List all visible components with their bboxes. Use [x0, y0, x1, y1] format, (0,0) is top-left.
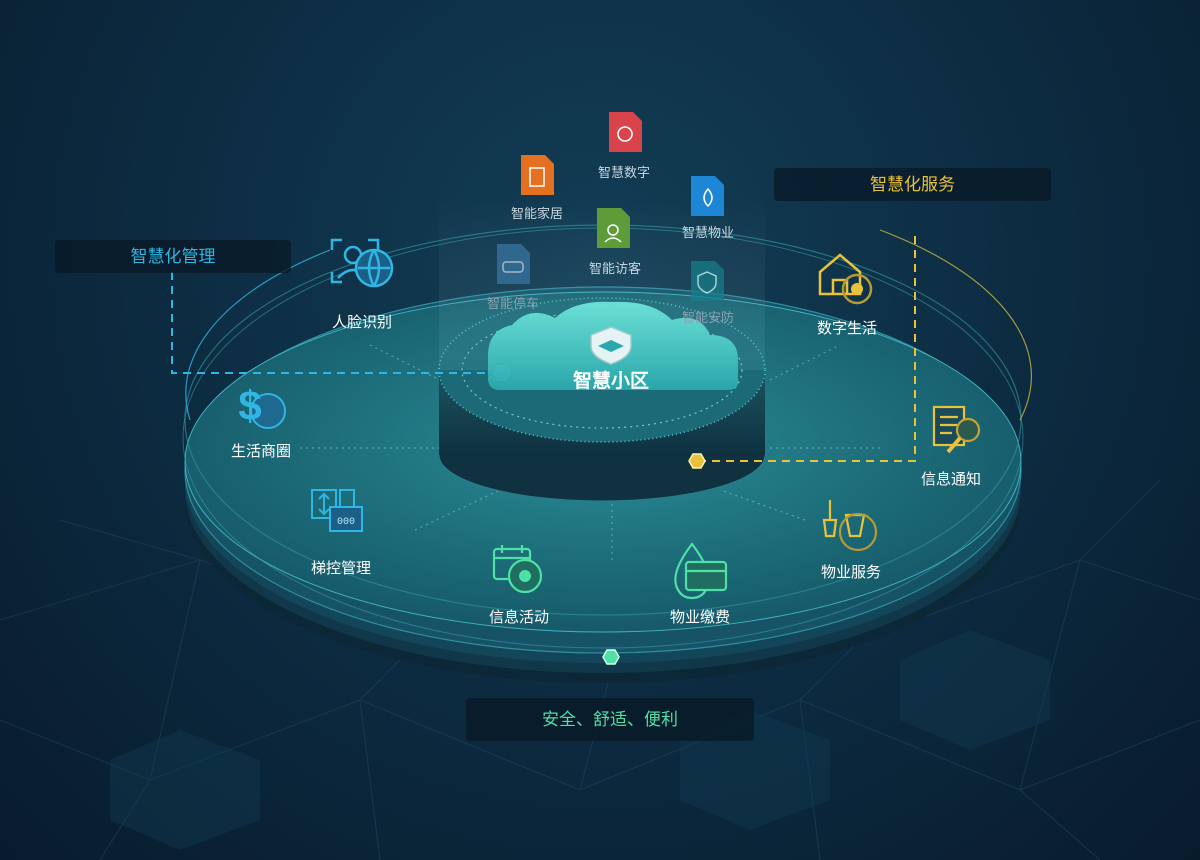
info-notice-icon: [932, 405, 981, 454]
property-service-icon: [822, 500, 878, 552]
management-title: 智慧化管理: [130, 247, 216, 266]
doc-security-icon: [691, 261, 724, 301]
app-label-parking: 智能停车: [486, 296, 540, 311]
feature-label-elevator: 梯控管理: [310, 560, 372, 577]
digital-life-icon: [818, 253, 873, 305]
feature-label-business: 生活商圈: [230, 443, 292, 460]
doc-property-icon: [691, 176, 724, 216]
face-recognition-icon: [330, 238, 394, 288]
service-title-box: 智慧化服务: [774, 168, 1051, 201]
app-label-visitor: 智能访客: [588, 261, 642, 276]
shield-icon: [590, 326, 632, 365]
feature-label-face: 人脸识别: [331, 314, 393, 331]
feature-label-life: 数字生活: [816, 320, 878, 337]
bottom-title: 安全、舒适、便利: [542, 710, 678, 729]
feature-label-payment: 物业缴费: [669, 609, 731, 626]
property-payment-icon: ¥: [674, 542, 728, 600]
doc-home-icon: [521, 155, 554, 195]
app-label-security: 智能安防: [681, 310, 735, 325]
service-node: [688, 453, 706, 469]
app-label-digital: 智慧数字: [597, 165, 651, 180]
service-connector: [697, 236, 916, 462]
bottom-node: [602, 649, 620, 665]
feature-label-notice: 信息通知: [920, 471, 982, 488]
management-title-box: 智慧化管理: [55, 240, 291, 273]
app-label-home: 智能家居: [510, 206, 564, 221]
elevator-control-icon: 000: [311, 489, 363, 532]
management-connector: [171, 272, 500, 374]
background-grid: [0, 479, 1200, 860]
doc-parking-icon: [497, 244, 530, 284]
info-activity-icon: [492, 545, 543, 594]
life-business-icon: $: [238, 382, 286, 429]
doc-visitor-icon: [597, 208, 630, 248]
bottom-title-box: 安全、舒适、便利: [466, 698, 754, 741]
service-title: 智慧化服务: [870, 175, 955, 194]
svg-text:$: $: [238, 382, 261, 429]
svg-text:000: 000: [337, 517, 355, 528]
center-label: 智慧小区: [572, 371, 650, 392]
doc-digital-icon: [609, 112, 642, 152]
app-label-property: 智慧物业: [681, 225, 735, 240]
feature-label-pservice: 物业服务: [820, 564, 882, 581]
feature-label-activity: 信息活动: [488, 609, 550, 626]
